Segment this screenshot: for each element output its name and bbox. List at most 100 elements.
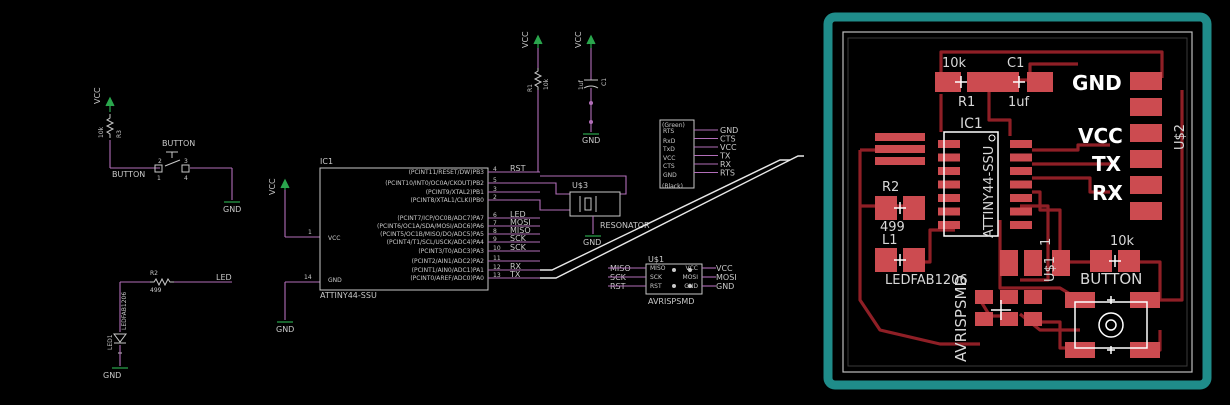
ftdi-pin-label: TxD <box>662 146 675 153</box>
button-net: BUTTON <box>112 170 145 179</box>
avr-right-net: GND <box>716 282 734 291</box>
avr-pin-list: MISOMISOVCCVCCSCKSCKMOSIMOSIRSTRSTGNDGND <box>608 264 737 291</box>
ic1-footer: ATTINY44-SSU <box>320 291 377 300</box>
pcb-one: 1 <box>1039 238 1054 246</box>
ic-pad <box>938 167 960 175</box>
ic-pad <box>1010 140 1032 148</box>
ic1-pin-label: (PCINT6/OC1A/SDA/MOSI/ADC6)PA6 <box>377 223 484 230</box>
ic1-pin-label: (PCINT4/T1/SCL/USCK/ADC4)PA4 <box>387 239 485 246</box>
pcb-button: BUTTON <box>1080 270 1142 288</box>
ftdi-net-label: RX <box>720 160 732 169</box>
ic1-pin-num: 10 <box>493 245 501 252</box>
ic1-pin-label: (PCINT3/T0/ADC3)PA3 <box>418 248 484 255</box>
ic-pad <box>1010 167 1032 175</box>
pcb-r1: R1 <box>958 95 975 110</box>
ic1-pin-num: 9 <box>493 236 497 243</box>
ic1-pin-num: 11 <box>493 255 501 262</box>
ic1-pin-label: (PCINT0/AREF/ADC0)PA0 <box>410 275 484 282</box>
pcb-led-part: LEDFAB1206 <box>885 273 968 288</box>
avr-dot <box>672 284 676 288</box>
button-name: BUTTON <box>162 139 195 148</box>
pcb-gnd: GND <box>1072 71 1122 95</box>
ftdi-pin-label: VCC <box>663 155 675 162</box>
ic1-pin-num: 6 <box>493 212 497 219</box>
pcb-vcc: VCC <box>1078 124 1123 148</box>
gnd-label-ic: GND <box>276 325 294 334</box>
ftdi-net-label: RTS <box>720 169 735 178</box>
avr-right-pin: VCC <box>686 265 698 272</box>
ftdi-pin-label: CTS <box>663 163 675 170</box>
avr-right-net: VCC <box>716 264 733 273</box>
ic1-gnd-label: GND <box>328 277 342 284</box>
ftdi-top: (Green) <box>662 122 685 129</box>
c1-value: 1uf <box>578 79 585 90</box>
ic-pads <box>938 140 1032 229</box>
avr-left-pin: RST <box>650 283 662 290</box>
c1-name: C1 <box>601 78 608 86</box>
ic1-pin-num: 3 <box>493 186 497 193</box>
pcb-ic-part: ATTINY44-SSU <box>982 146 997 238</box>
ftdi-net-label: CTS <box>720 135 736 144</box>
ic1-pin-label: (PCINT8/XTAL1/CLKI)PB0 <box>410 197 484 204</box>
ic1-pin-net: SCK <box>510 243 527 252</box>
r3-name: R3 <box>116 130 123 138</box>
r2-value: 499 <box>150 287 162 294</box>
ic1-gnd-pin: 14 <box>304 274 312 281</box>
ic1-pin-label: (PCINT11/RESET/DW)PB3 <box>409 169 485 176</box>
btn-pin-3: 3 <box>184 158 188 165</box>
ic1-pin-num: 4 <box>493 166 497 173</box>
pcb-r-top: 10k <box>942 56 967 71</box>
pcb-l1: L1 <box>882 233 898 248</box>
ic-pad <box>1010 180 1032 189</box>
avr-left-pin: MISO <box>650 265 666 272</box>
pcb-us1: U$1 <box>1043 256 1058 282</box>
ic-pad <box>1010 194 1032 202</box>
ftdi-net-label: TX <box>719 152 731 161</box>
ic-pad <box>938 207 960 216</box>
ic-pad <box>938 153 960 162</box>
ic-pad <box>938 194 960 202</box>
ftdi-pin-label: RxD <box>663 138 676 145</box>
r3-value: 10k <box>98 126 105 138</box>
ic1-pin-label: (PCINT10/INT0/OC0A/CKOUT)PB2 <box>385 180 484 187</box>
ic1-pin-net: SCK <box>510 234 527 243</box>
ic-pad <box>938 221 960 229</box>
pcb-r2: R2 <box>882 180 899 195</box>
ic1-name: IC1 <box>320 157 333 166</box>
ic1-vcc-pin: 1 <box>308 229 312 236</box>
button-block: VCC 10k R3 BUTTON BUTTON 2 1 3 4 GND <box>93 87 241 214</box>
led-part: LEDFAB1206 <box>121 292 128 330</box>
ftdi-pin-label: GND <box>663 172 677 179</box>
u3-name: U$3 <box>572 181 588 190</box>
pcb-r-btn: 10k <box>1110 234 1135 249</box>
ic1-pin-net: RST <box>510 164 526 173</box>
pcb-c-val: 1uf <box>1008 95 1030 110</box>
pcb-r2-val: 499 <box>880 220 905 235</box>
pcb-c-top: C1 <box>1007 56 1024 71</box>
resonator-block: U$3 GND RESONATOR <box>490 175 650 247</box>
btn-pin-4: 4 <box>184 175 188 182</box>
ic1-pin-num: 2 <box>493 194 497 201</box>
ic1-vcc-label: VCC <box>328 235 340 242</box>
ic1-pin-num: 5 <box>493 177 497 184</box>
gnd-label-btn: GND <box>223 205 241 214</box>
avr-right-net: MOSI <box>716 273 737 282</box>
ftdi-net-label: VCC <box>720 143 737 152</box>
ic-pad <box>1010 221 1032 229</box>
gnd-label-led: GND <box>103 371 121 380</box>
avr-dot <box>688 284 692 288</box>
led-block: R2 499 LED LEDFAB1206 LED1 GND <box>103 270 232 380</box>
pcb-silk <box>894 76 1148 354</box>
ic1-pin-net: MISO <box>510 226 531 235</box>
vcc-label: VCC <box>93 87 102 104</box>
ic1-pin-num: 8 <box>493 228 497 235</box>
ic-pad <box>1010 153 1032 162</box>
pcb-u2: U$2 <box>1173 124 1188 150</box>
pcb-tx: TX <box>1092 152 1122 176</box>
ftdi-pin-label: RTS <box>663 128 674 135</box>
ic1-pin-num: 7 <box>493 220 497 227</box>
ic1-pin-label: (PCINT1/AIN0/ADC1)PA1 <box>412 267 485 274</box>
vcc-label-c1: VCC <box>574 31 583 48</box>
pcb-ic1: IC1 <box>960 116 983 132</box>
